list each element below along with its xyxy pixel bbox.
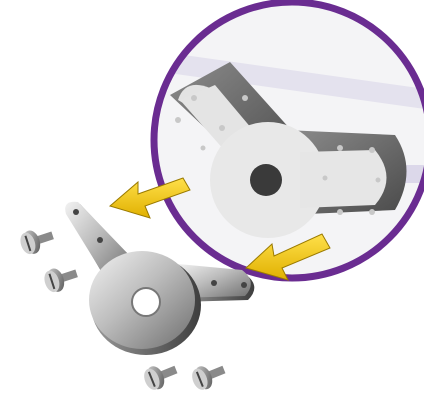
bracket-center-hole <box>132 288 160 316</box>
screw-2 <box>42 262 81 295</box>
arm-hole <box>211 280 217 286</box>
screw-1 <box>18 224 57 257</box>
arm-hole <box>73 209 79 215</box>
arm-hole <box>97 237 103 243</box>
center-hole <box>250 164 282 196</box>
arm-hole <box>241 282 247 288</box>
screw-4 <box>189 358 229 393</box>
zoom-detail-circle <box>150 2 424 278</box>
screw-3 <box>141 358 181 393</box>
